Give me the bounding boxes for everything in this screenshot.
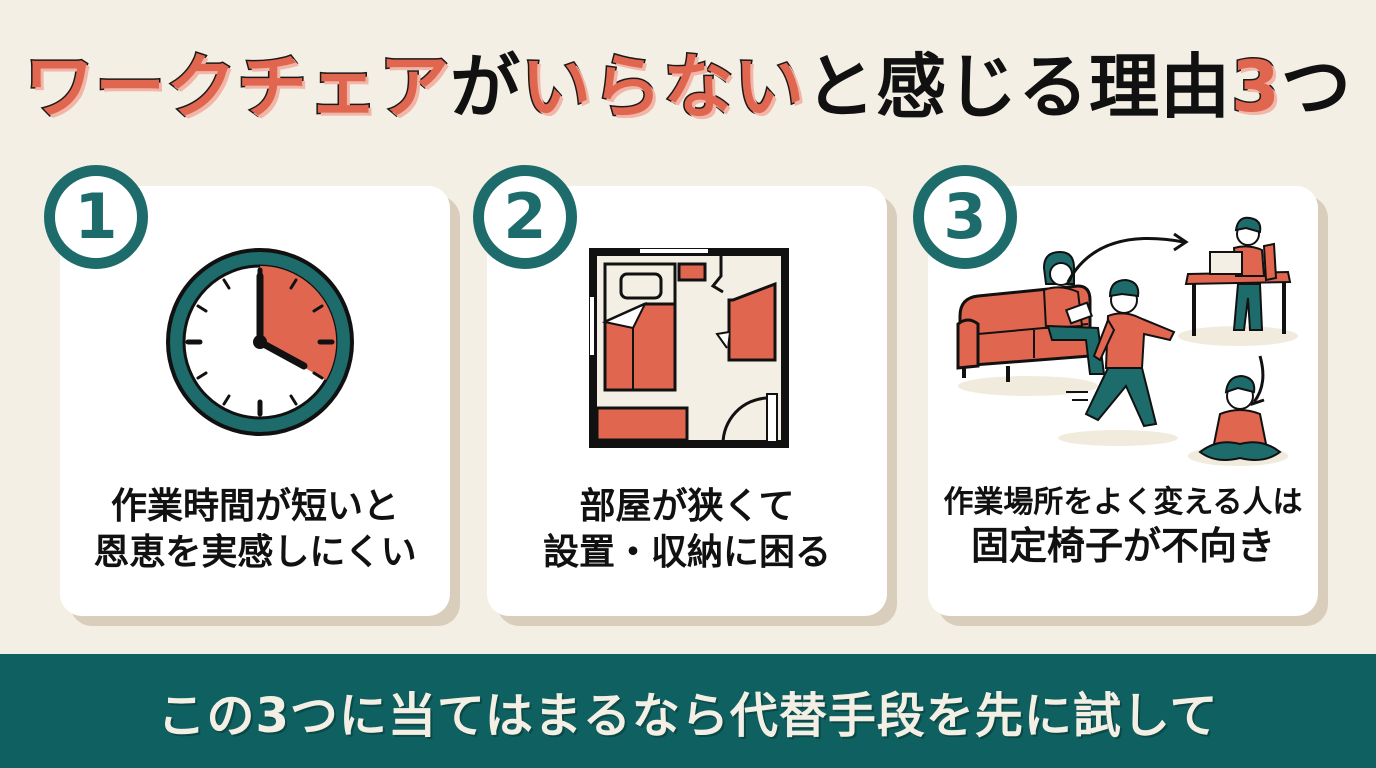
reason-caption-2: 部屋が狭くて 設置・収納に困る [487, 484, 887, 576]
reason-caption-3: 作業場所をよく変える人は 固定椅子が不向き [928, 484, 1318, 571]
title-accent-1: ワークチェア [23, 46, 451, 128]
caption-line-2: 恩恵を実感しにくい [93, 532, 417, 574]
footer-text: この3つに当てはまるなら代替手段を先に試して [157, 688, 1219, 744]
floor-plan-icon [589, 248, 789, 448]
caption-line-1: 部屋が狭くて [579, 486, 795, 527]
title-accent-2: いらない [520, 46, 806, 128]
footer-banner: この3つに当てはまるなら代替手段を先に試して [0, 654, 1376, 768]
caption-line-1: 作業場所をよく変える人は [943, 485, 1303, 520]
page-title: ワークチェアがいらないと感じる理由3つ [0, 51, 1376, 124]
clock-icon [166, 248, 354, 436]
title-plain-2: と感じる理由 [805, 46, 1232, 128]
title-plain-1: が [450, 46, 522, 128]
title-plain-3: つ [1280, 46, 1352, 128]
caption-line-1: 作業時間が短いと [110, 486, 399, 527]
number-badge-3: 3 [913, 165, 1017, 269]
reason-card-3: 作業場所をよく変える人は 固定椅子が不向き [928, 186, 1318, 616]
caption-line-2: 固定椅子が不向き [970, 524, 1275, 569]
title-accent-3: 3 [1230, 46, 1282, 128]
reason-card-1: 作業時間が短いと 恩恵を実感しにくい [60, 186, 450, 616]
number-badge-2: 2 [473, 165, 577, 269]
number-badge-1: 1 [44, 165, 148, 269]
people-changing-workspace-icon [956, 216, 1298, 466]
caption-line-2: 設置・収納に困る [542, 532, 831, 574]
reason-caption-1: 作業時間が短いと 恩恵を実感しにくい [60, 484, 450, 576]
